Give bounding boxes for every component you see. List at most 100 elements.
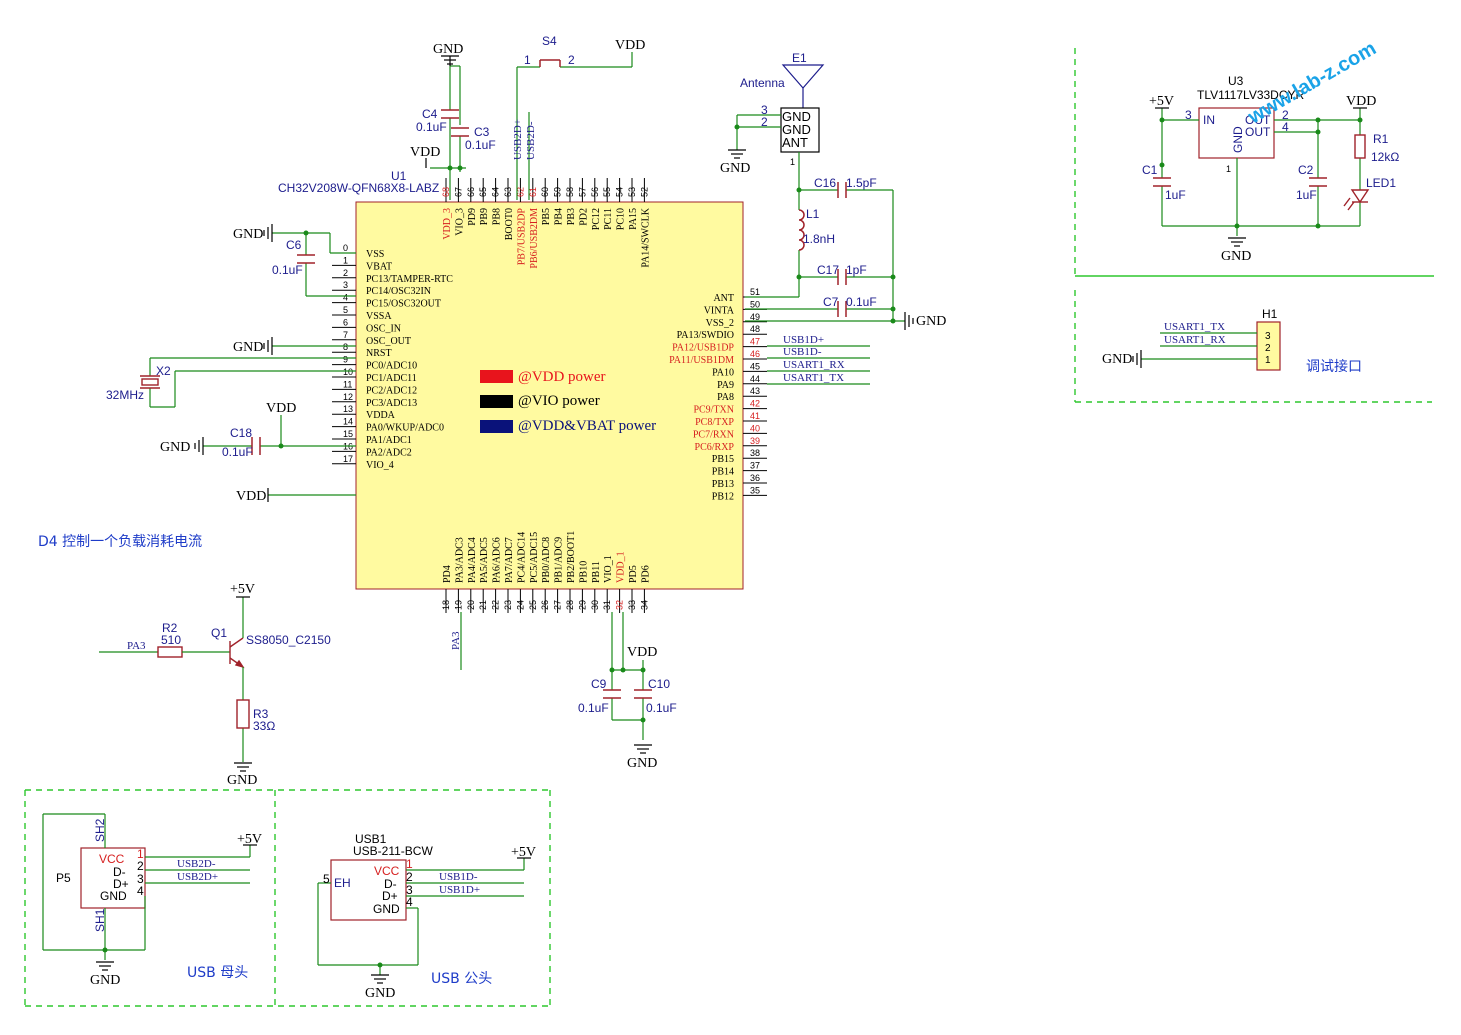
mcu-pin-number: 25 bbox=[528, 600, 538, 610]
mcu-pin-number: 40 bbox=[750, 423, 760, 433]
c9-ref: C9 bbox=[591, 677, 607, 691]
u3-num2: 2 bbox=[1282, 108, 1289, 122]
mcu-pin-number: 55 bbox=[602, 187, 612, 197]
junction bbox=[278, 443, 284, 449]
x2-symbol[interactable] bbox=[140, 375, 160, 389]
u3-num3: 3 bbox=[1185, 108, 1192, 122]
q1-symbol[interactable] bbox=[229, 637, 245, 669]
pa3-net-left: PA3 bbox=[127, 640, 146, 652]
legend-vdd-vbat: @VDD&VBAT power bbox=[518, 418, 656, 434]
gnd-p5-icon bbox=[96, 961, 114, 971]
mcu-pin-name: VIO_1 bbox=[603, 555, 614, 583]
debug-label: 调试接口 bbox=[1306, 358, 1362, 375]
mcu-pin-number: 20 bbox=[466, 600, 476, 610]
junction bbox=[1234, 223, 1240, 229]
c10-value: 0.1uF bbox=[646, 701, 677, 715]
legend-vdd: @VDD power bbox=[518, 369, 606, 385]
legend-swatch-vdd bbox=[480, 370, 513, 383]
mcu-pin-number: 30 bbox=[590, 600, 600, 610]
p5-num4: 4 bbox=[137, 884, 144, 898]
mcu-pin-number: 48 bbox=[750, 324, 760, 334]
usart-rx-net: USART1_RX bbox=[783, 359, 845, 371]
h1-ref: H1 bbox=[1262, 307, 1278, 321]
vdd-reg-label: VDD bbox=[1346, 94, 1376, 109]
usb-male-label: USB 公头 bbox=[431, 971, 492, 987]
mcu-pin-name: PA4/ADC4 bbox=[467, 537, 478, 583]
mcu-pin-name: PB13 bbox=[712, 479, 734, 490]
r3-symbol[interactable] bbox=[236, 699, 250, 729]
mcu-pin-name: PC4/ADC14 bbox=[516, 532, 527, 583]
mcu-pin-name: PB12 bbox=[712, 491, 734, 502]
x2-value: 32MHz bbox=[106, 388, 144, 402]
usb1-body[interactable] bbox=[330, 859, 407, 921]
mcu-pin-name: PC0/ADC10 bbox=[366, 361, 417, 372]
r2-value: 510 bbox=[161, 633, 181, 647]
gnd-usb1-label: GND bbox=[365, 986, 395, 1001]
mcu-pin-number: 12 bbox=[343, 392, 353, 402]
junction bbox=[620, 667, 626, 673]
mcu-pin-number: 27 bbox=[553, 600, 563, 610]
usb1-pin-gnd: GND bbox=[373, 902, 400, 916]
mcu-pin-name: PD4 bbox=[442, 565, 453, 583]
s4-symbol[interactable] bbox=[539, 59, 561, 67]
gnd-c6-icon bbox=[263, 224, 273, 242]
usb1dp-net: USB1D+ bbox=[783, 334, 824, 346]
usb1-num3: 3 bbox=[406, 883, 413, 897]
junction bbox=[1159, 117, 1165, 123]
c18-symbol bbox=[251, 437, 261, 455]
mcu-pin-number: 45 bbox=[750, 361, 760, 371]
r1-ref: R1 bbox=[1373, 132, 1389, 146]
junction bbox=[447, 165, 453, 171]
junction bbox=[457, 165, 463, 171]
mcu-pin-number: 24 bbox=[515, 600, 525, 610]
mcu-pin-name: PA8 bbox=[717, 392, 734, 403]
u3-body[interactable] bbox=[1198, 107, 1275, 159]
e1-pin-gnd2: GND bbox=[782, 122, 811, 137]
gnd-bottom-icon bbox=[634, 744, 652, 754]
gnd-right-label: GND bbox=[916, 314, 946, 329]
mcu-pin-name: PB14 bbox=[712, 467, 734, 478]
junction bbox=[609, 667, 615, 673]
mcu-pin-name: ANT bbox=[713, 293, 734, 304]
mcu-pin-name: PB11 bbox=[591, 561, 602, 583]
mcu-pin-name: VSSA bbox=[366, 311, 392, 322]
p5-num2: 2 bbox=[137, 859, 144, 873]
mcu-pin-number: 57 bbox=[577, 187, 587, 197]
mcu-pin-name: PD9 bbox=[467, 208, 478, 226]
p5-sh2: SH2 bbox=[93, 818, 107, 842]
h1-usart-tx: USART1_TX bbox=[1164, 321, 1225, 333]
u3-num4: 4 bbox=[1282, 120, 1289, 134]
e1-body[interactable] bbox=[780, 107, 820, 153]
c9-c10-symbols bbox=[603, 689, 652, 699]
junction bbox=[640, 717, 646, 723]
vdd-top-label: VDD bbox=[410, 145, 440, 160]
s4-ref: S4 bbox=[542, 34, 557, 48]
gnd-r3-label: GND bbox=[227, 773, 257, 788]
gnd-usb1-icon bbox=[371, 974, 389, 984]
gnd-h1-icon bbox=[1132, 350, 1142, 368]
junction bbox=[1315, 117, 1321, 123]
r1-symbol[interactable] bbox=[1354, 134, 1366, 159]
u3-num1: 1 bbox=[1226, 164, 1231, 174]
vdd-bottom-label: VDD bbox=[627, 645, 657, 660]
e1-num1: 1 bbox=[790, 157, 795, 167]
mcu-body[interactable] bbox=[355, 201, 744, 590]
mcu-pin-number: 44 bbox=[750, 374, 760, 384]
usb1-value: USB-211-BCW bbox=[353, 844, 433, 858]
mcu-pin-name: PC1/ADC11 bbox=[366, 373, 417, 384]
r2-symbol[interactable] bbox=[157, 646, 183, 658]
mcu-pin-name: PC13/TAMPER-RTC bbox=[366, 274, 453, 285]
mcu-pin-name: PB3 bbox=[566, 208, 577, 225]
h1-wires bbox=[1141, 332, 1257, 360]
mcu-pin-number: 58 bbox=[565, 187, 575, 197]
p5-body[interactable] bbox=[80, 847, 146, 909]
c17-value: 1pF bbox=[846, 263, 867, 277]
mcu-pin-name: PB4 bbox=[554, 208, 565, 225]
mcu-pin-number: 66 bbox=[466, 187, 476, 197]
v5-usb1-label: +5V bbox=[511, 845, 536, 860]
mcu-pin-number: 53 bbox=[627, 187, 637, 197]
gnd-h1-label: GND bbox=[1102, 352, 1132, 367]
mcu-pin-number: 15 bbox=[343, 429, 353, 439]
c3-value: 0.1uF bbox=[465, 138, 496, 152]
mcu-pin-number: 68 bbox=[441, 187, 451, 197]
